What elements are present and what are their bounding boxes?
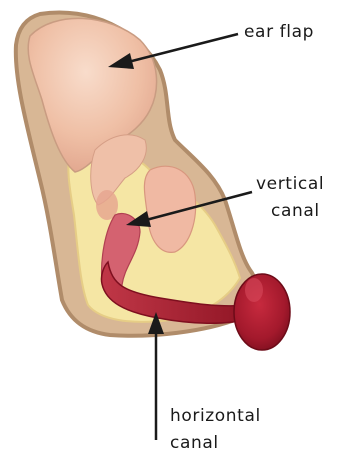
horizontal-canal-label-line1: horizontal bbox=[170, 404, 261, 428]
vertical-canal-label-line1: vertical bbox=[256, 172, 324, 196]
ear-drum-highlight bbox=[245, 278, 263, 302]
horizontal-canal-label-line2: canal bbox=[170, 431, 219, 455]
horizontal-canal-arrow bbox=[148, 312, 164, 440]
vertical-canal-label-line2: canal bbox=[271, 199, 320, 223]
ear-flap-label: ear flap bbox=[244, 20, 314, 44]
